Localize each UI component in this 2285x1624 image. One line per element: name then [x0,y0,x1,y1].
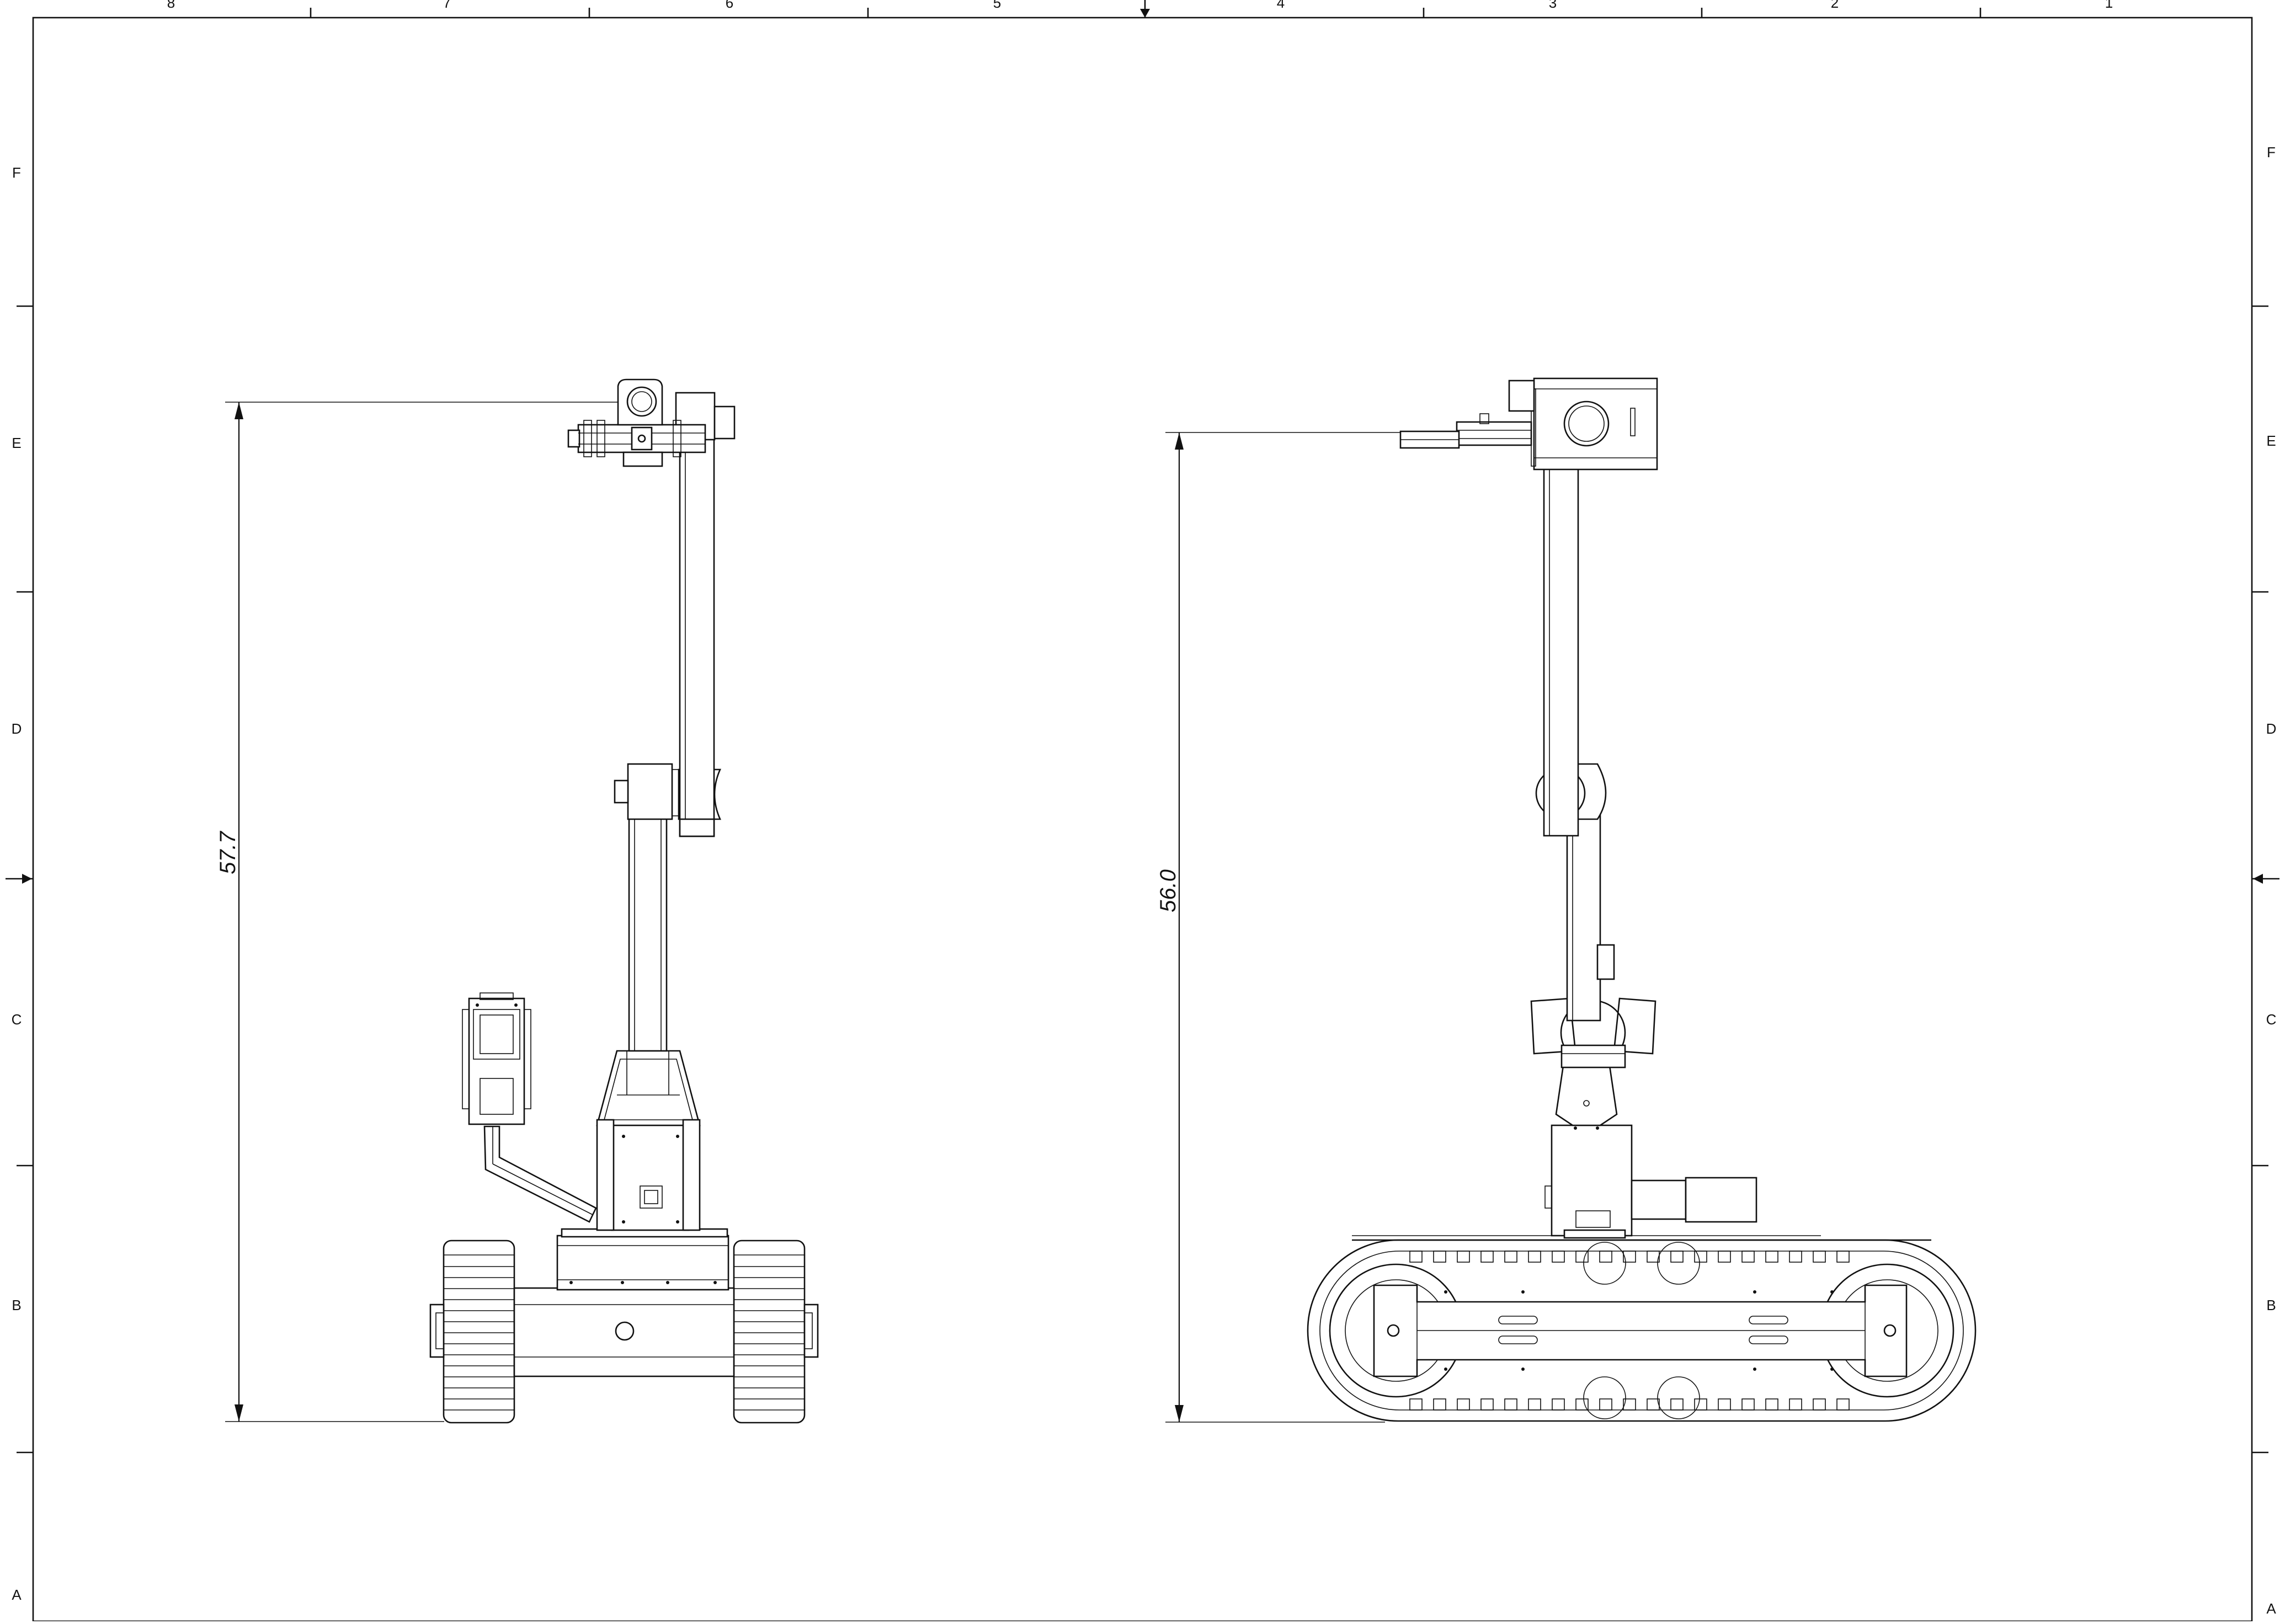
right-center-arrow [2252,874,2279,884]
left-center-arrow [6,874,33,884]
top-center-arrow [1140,0,1150,18]
front-height-value: 57.7 [216,830,240,874]
chassis-port-icon [615,1321,635,1341]
front-view: 57.7 [216,378,819,1424]
zone-label-right: E [2266,432,2276,449]
side-shoulder [1530,997,1657,1130]
front-lower-arm [628,774,668,1052]
zone-label-right: A [2266,1600,2276,1617]
zone-label-top: 7 [443,0,451,11]
gripper-camera-icon [626,386,657,417]
zone-label-top: 4 [1277,0,1285,11]
front-turret-base [596,1050,701,1231]
front-left-track [429,1240,515,1424]
zone-label-left: E [12,435,21,451]
side-plate [1373,1284,1908,1377]
zone-label-left: A [12,1586,22,1603]
zone-label-top: 8 [167,0,175,11]
zone-label-left: B [12,1297,21,1313]
zone-label-left: F [12,164,21,181]
zone-label-left: D [12,720,22,737]
front-drive-camera [462,992,597,1223]
side-view: 56.0 [1156,377,1977,1423]
side-height-dimension: 56.0 [1156,432,1402,1423]
side-turret-base [1544,1124,1757,1239]
zone-labels: 8 7 6 5 4 3 2 1 F E D C B A F E D C B A [12,0,2277,1617]
front-right-track [733,1240,819,1424]
zone-label-top: 1 [2105,0,2113,11]
zone-label-right: D [2266,720,2277,737]
front-chassis [513,1228,735,1377]
front-wrist-gripper [567,378,736,467]
front-upper-arm [679,431,715,837]
front-height-dimension: 57.7 [216,402,624,1422]
side-height-value: 56.0 [1156,869,1180,912]
zone-label-right: C [2266,1011,2277,1028]
zone-label-top: 2 [1831,0,1839,11]
zone-label-right: F [2267,144,2276,161]
zone-label-top: 3 [1549,0,1557,11]
zone-label-right: B [2266,1297,2276,1313]
side-wrist-gripper [1399,377,1658,471]
zone-label-top: 5 [993,0,1001,11]
side-upper-arm [1543,443,1579,837]
wrist-joint-icon [1563,400,1610,447]
zone-label-left: C [12,1011,22,1028]
zone-label-top: 6 [726,0,733,11]
